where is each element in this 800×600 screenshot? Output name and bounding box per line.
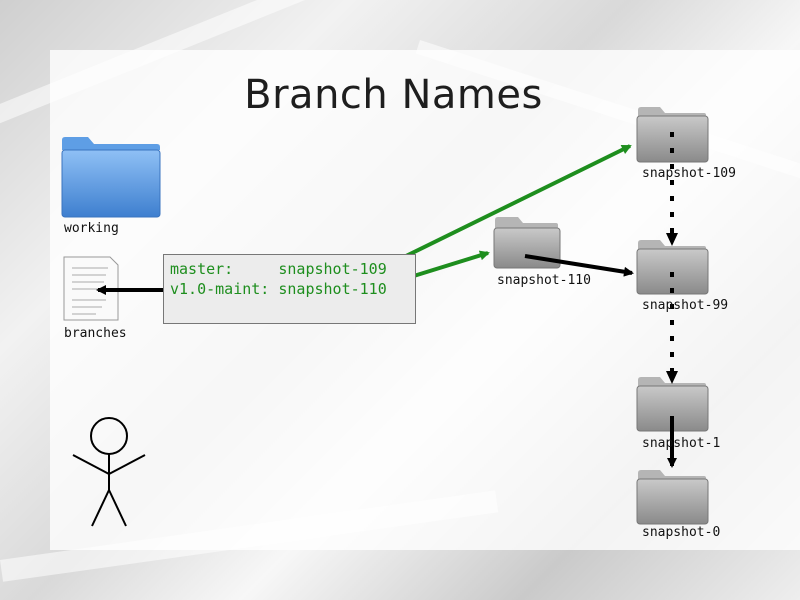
branches-label: branches xyxy=(64,326,127,341)
stick-figure-icon xyxy=(72,417,146,527)
document-icon xyxy=(63,256,119,321)
arrow-master-to-109 xyxy=(403,144,632,259)
folder-gray-icon xyxy=(636,470,709,525)
working-label: working xyxy=(64,221,119,236)
folder-gray-icon xyxy=(636,377,709,432)
code-line-master: master: snapshot-109 xyxy=(170,260,387,278)
branch-code-box: master: snapshot-109 v1.0-maint: snapshot… xyxy=(163,254,416,324)
snapshot-1-label: snapshot-1 xyxy=(642,436,721,451)
slide-title: Branch Names xyxy=(244,72,543,118)
snapshot-109-label: snapshot-109 xyxy=(642,166,736,181)
snapshot-110-label: snapshot-110 xyxy=(497,273,591,288)
arrow-maint-to-110 xyxy=(403,250,490,281)
snapshot-99-label: snapshot-99 xyxy=(642,298,729,313)
arrow-110-to-99 xyxy=(524,254,634,277)
snapshot-0-label: snapshot-0 xyxy=(642,525,721,540)
code-line-maint: v1.0-maint: snapshot-110 xyxy=(170,280,387,298)
arrowhead xyxy=(666,233,678,246)
folder-blue-icon xyxy=(61,137,161,218)
arrowhead xyxy=(666,371,678,384)
folder-gray-icon xyxy=(636,107,709,163)
folder-gray-icon xyxy=(636,240,709,295)
